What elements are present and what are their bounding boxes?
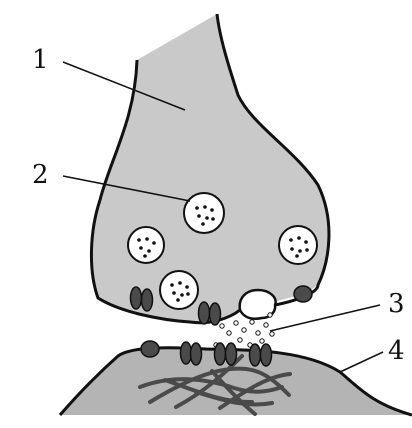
leader-line-3 [270, 305, 380, 331]
vesicle [184, 193, 224, 233]
presynaptic-terminal [91, 14, 329, 323]
vesicle [128, 227, 164, 263]
label-2: 2 [32, 160, 49, 190]
label-3: 3 [388, 289, 405, 319]
label-4: 4 [388, 336, 405, 366]
vesicle [279, 226, 317, 264]
vesicle [160, 271, 198, 309]
label-1: 1 [32, 45, 49, 75]
presynaptic-body [91, 14, 329, 323]
leader-line-4 [340, 352, 383, 372]
